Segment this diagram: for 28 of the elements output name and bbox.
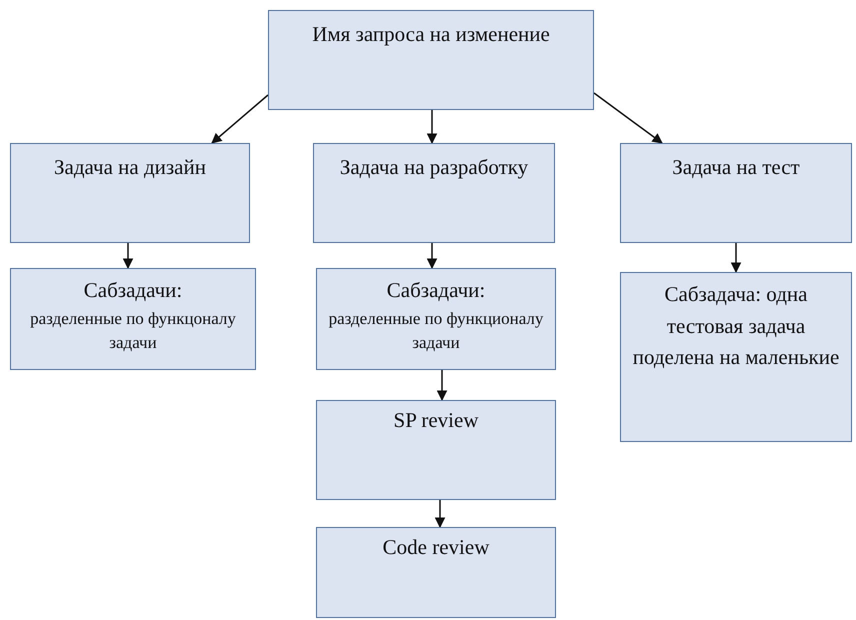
- process-box: [620, 143, 852, 243]
- box-text: Сабзадачи:: [386, 277, 486, 304]
- box-text: Сабзадачи:: [84, 277, 182, 304]
- box-text: SP review: [394, 407, 478, 434]
- box-text: Задача на дизайн: [54, 154, 206, 181]
- arrow: [594, 92, 663, 144]
- box-text: Сабзадача: одна тестовая задача поделена на маленькие: [632, 281, 840, 371]
- body-text: разделенные по функцоналу задачи: [29, 308, 237, 354]
- process-box: [316, 268, 556, 370]
- arrow: [434, 500, 446, 528]
- process-box: [316, 527, 556, 618]
- process-box: [10, 143, 250, 243]
- arrow: [730, 243, 742, 274]
- arrow: [436, 370, 448, 402]
- process-box: [268, 10, 594, 110]
- process-box: [620, 272, 852, 442]
- process-box: [313, 143, 555, 243]
- box-text: Задача на разработку: [340, 154, 528, 181]
- arrow: [122, 243, 134, 270]
- box-text: Имя запроса на изменение: [312, 21, 550, 48]
- process-box: [10, 268, 256, 370]
- box-text: Задача на тест: [672, 154, 800, 181]
- arrow: [426, 243, 438, 270]
- box-text: Code review: [382, 534, 490, 561]
- arrow: [211, 94, 268, 144]
- body-text: разделенные по функционалу задачи: [328, 308, 544, 354]
- process-box: [316, 400, 556, 500]
- arrow: [426, 110, 438, 144]
